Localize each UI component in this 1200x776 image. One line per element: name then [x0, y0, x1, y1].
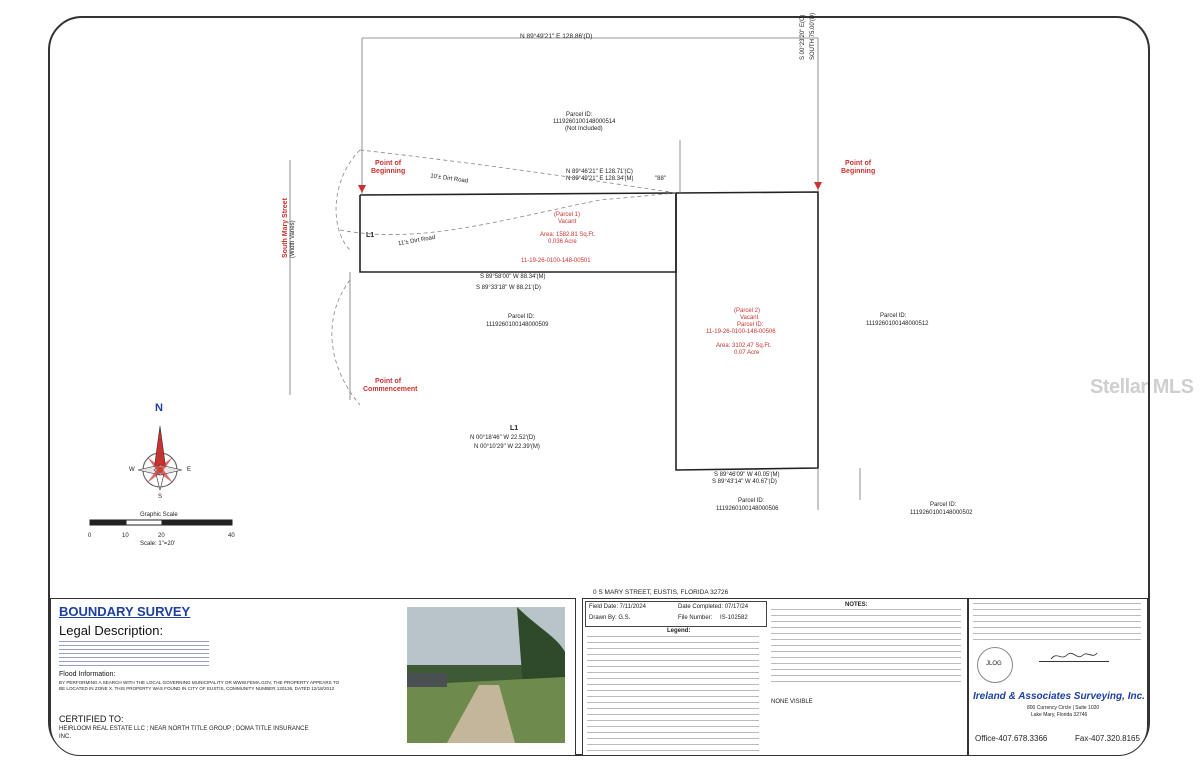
date-completed: Date Completed: 07/17/24: [678, 604, 749, 610]
title-block: BOUNDARY SURVEY Legal Description: Flood…: [50, 598, 576, 756]
parcel2-name: (Parcel 2): [734, 308, 761, 314]
parcel2-label: Parcel ID:: [737, 322, 764, 328]
pob-right-label-2: Beginning: [841, 168, 876, 175]
dirt-road-dashed-curve: [331, 279, 361, 406]
scale-tick-0: 0: [88, 533, 92, 539]
parcel1-status: Vacant: [558, 219, 577, 225]
scale-tick-20: 20: [158, 533, 165, 539]
east-distance-2: SOUTH 75.00'(D): [810, 12, 816, 60]
south-line-bearing-2: S 89°33'18" W 88.21'(D): [476, 285, 541, 291]
pob-left-label-2: Beginning: [371, 168, 406, 175]
parcel-far-id: 1119260100148000502: [910, 510, 973, 516]
scale-tick-40: 40: [228, 533, 235, 539]
east-distance-1: S 00°23'20" E(C): [800, 14, 806, 60]
certified-to-label: CERTIFIED TO:: [59, 714, 124, 724]
watermark: Stellar MLS: [1090, 376, 1194, 398]
parcel1-area: Area: 1582.81 Sq.Ft.: [540, 232, 596, 238]
file-number: IS-102582: [720, 615, 748, 621]
parcel-1-boundary: [359, 192, 677, 273]
flood-info-text-1: BY PERFORMING A SEARCH WITH THE LOCAL GO…: [59, 680, 340, 685]
flood-info-text-2: BE LOCATED IN ZONE X. THIS PROPERTY WAS …: [59, 686, 335, 691]
compass-north-label: N: [155, 402, 163, 414]
survey-plan-drawing: [89, 37, 861, 526]
firm-office-phone: Office-407.678.3366: [975, 734, 1048, 743]
parcel-top-id: 1119260100148000514: [553, 119, 616, 125]
mid-line-tag: "88": [655, 176, 666, 182]
parcel-far-label: Parcel ID:: [930, 502, 957, 508]
parcel-top-label: Parcel ID:: [566, 112, 593, 118]
parcel-top-note: (Not Included): [565, 126, 603, 132]
parcel2-status: Vacant: [740, 315, 759, 321]
compass-south-label: S: [158, 494, 163, 500]
dirt-road-dashed-lower: [339, 192, 677, 235]
legend-entries: [587, 636, 759, 752]
l1-label: L1: [510, 425, 519, 432]
scale-tick-10: 10: [122, 533, 129, 539]
certified-to-text-1: HEIRLOOM REAL ESTATE LLC ; NEAR NORTH TI…: [59, 726, 309, 732]
surveyor-certification: [973, 603, 1141, 643]
scale-title: Graphic Scale: [140, 512, 178, 518]
parcel2-id: 11-19-26-0100-148-00506: [706, 329, 776, 335]
notes-title: NOTES:: [845, 602, 868, 608]
signature-line: [1039, 661, 1109, 662]
surveyor-seal: JLOG: [977, 647, 1013, 683]
dirt-road-dashed-upper: [359, 149, 677, 194]
certified-to-text-2: INC.: [59, 734, 71, 740]
legal-description-label: Legal Description:: [59, 623, 164, 638]
parcel2-acre: 0.07 Acre: [734, 350, 760, 356]
graphic-scale-bar: [89, 519, 233, 526]
parcel1-id: 11-19-26-0100-148-00501: [521, 258, 591, 264]
pob-right-label-1: Point of: [845, 160, 872, 167]
parcel1-name: (Parcel 1): [554, 212, 581, 218]
south-line-bearing-1: S 89°58'00" W 88.34'(M): [480, 274, 546, 280]
dates-table: Field Date: 7/11/2024 Date Completed: 07…: [585, 601, 767, 627]
mid-line-bearing-c: N 89°46'21" E 128.71'(C): [566, 169, 633, 175]
north-line-bearing: N 89°49'21" E 128.86'(D): [520, 33, 593, 40]
pob-left-label-1: Point of: [375, 160, 402, 167]
notes-entries: [771, 609, 961, 685]
site-address: 0 S MARY STREET, EUSTIS, FLORIDA 32726: [593, 589, 729, 596]
flood-info-label: Flood Information:: [59, 671, 116, 678]
poc-label-2: Commencement: [363, 386, 418, 393]
encroachments-none: NONE VISIBLE: [771, 699, 813, 705]
parcel-right-label: Parcel ID:: [880, 313, 907, 319]
legend-title: Legend:: [667, 628, 691, 634]
bottom-line-bearing-1: S 89°46'09" W 40.05'(M): [714, 472, 780, 478]
legal-description-text: [59, 641, 209, 667]
pob-arrow-right: [814, 182, 822, 190]
survey-title: BOUNDARY SURVEY: [59, 604, 191, 619]
firm-city: Lake Mary, Florida 32746: [1031, 712, 1088, 718]
parcel-bottom-id: 1119260100148000506: [716, 506, 779, 512]
drawn-by: Drawn By: G.S.: [589, 615, 631, 621]
scale-ratio: Scale: 1"=20': [140, 541, 176, 547]
l1-bearing-2: N 00°10'29" W 22.39'(M): [474, 444, 540, 450]
firm-fax: Fax-407.320.8165: [1075, 734, 1140, 743]
parcel1-acre: 0.036 Acre: [548, 239, 577, 245]
compass-west-label: W: [129, 467, 135, 473]
north-arrow-compass: [137, 425, 183, 491]
parcel-mid-label: Parcel ID:: [508, 314, 535, 320]
compass-east-label: E: [187, 467, 192, 473]
l1-bearing-1: N 00°18'46" W 22.52'(D): [470, 435, 536, 441]
poc-label-1: Point of: [375, 378, 402, 385]
parcel-bottom-label: Parcel ID:: [738, 498, 765, 504]
parcel2-area: Area: 3102.47 Sq.Ft.: [716, 343, 772, 349]
bottom-line-bearing-2: S 89°43'14" W 40.67'(D): [712, 479, 777, 485]
firm-address: 800 Currency Circle | Suite 1020: [1027, 705, 1100, 711]
file-number-label: File Number:: [678, 615, 713, 621]
parcel-mid-id: 1119260100148000509: [486, 322, 549, 328]
street-width: (Width Varies): [290, 220, 296, 258]
dirt-road-dashed-left: [335, 149, 361, 251]
street-name: South Mary Street: [282, 198, 289, 258]
surveyor-signature: [1050, 652, 1098, 660]
l1-side-label: L1: [366, 232, 375, 239]
pob-arrow-left: [358, 185, 366, 193]
site-photo: [407, 607, 565, 743]
field-date: Field Date: 7/11/2024: [589, 604, 646, 610]
mid-line-bearing-m: N 89°49'21" E 128.34'(M): [566, 176, 634, 182]
survey-info-block: Field Date: 7/11/2024 Date Completed: 07…: [582, 598, 968, 756]
firm-name: Ireland & Associates Surveying, Inc.: [973, 691, 1145, 702]
surveyor-block: JLOG Ireland & Associates Surveying, Inc…: [968, 598, 1148, 756]
parcel-right-id: 1119260100148000512: [866, 321, 929, 327]
